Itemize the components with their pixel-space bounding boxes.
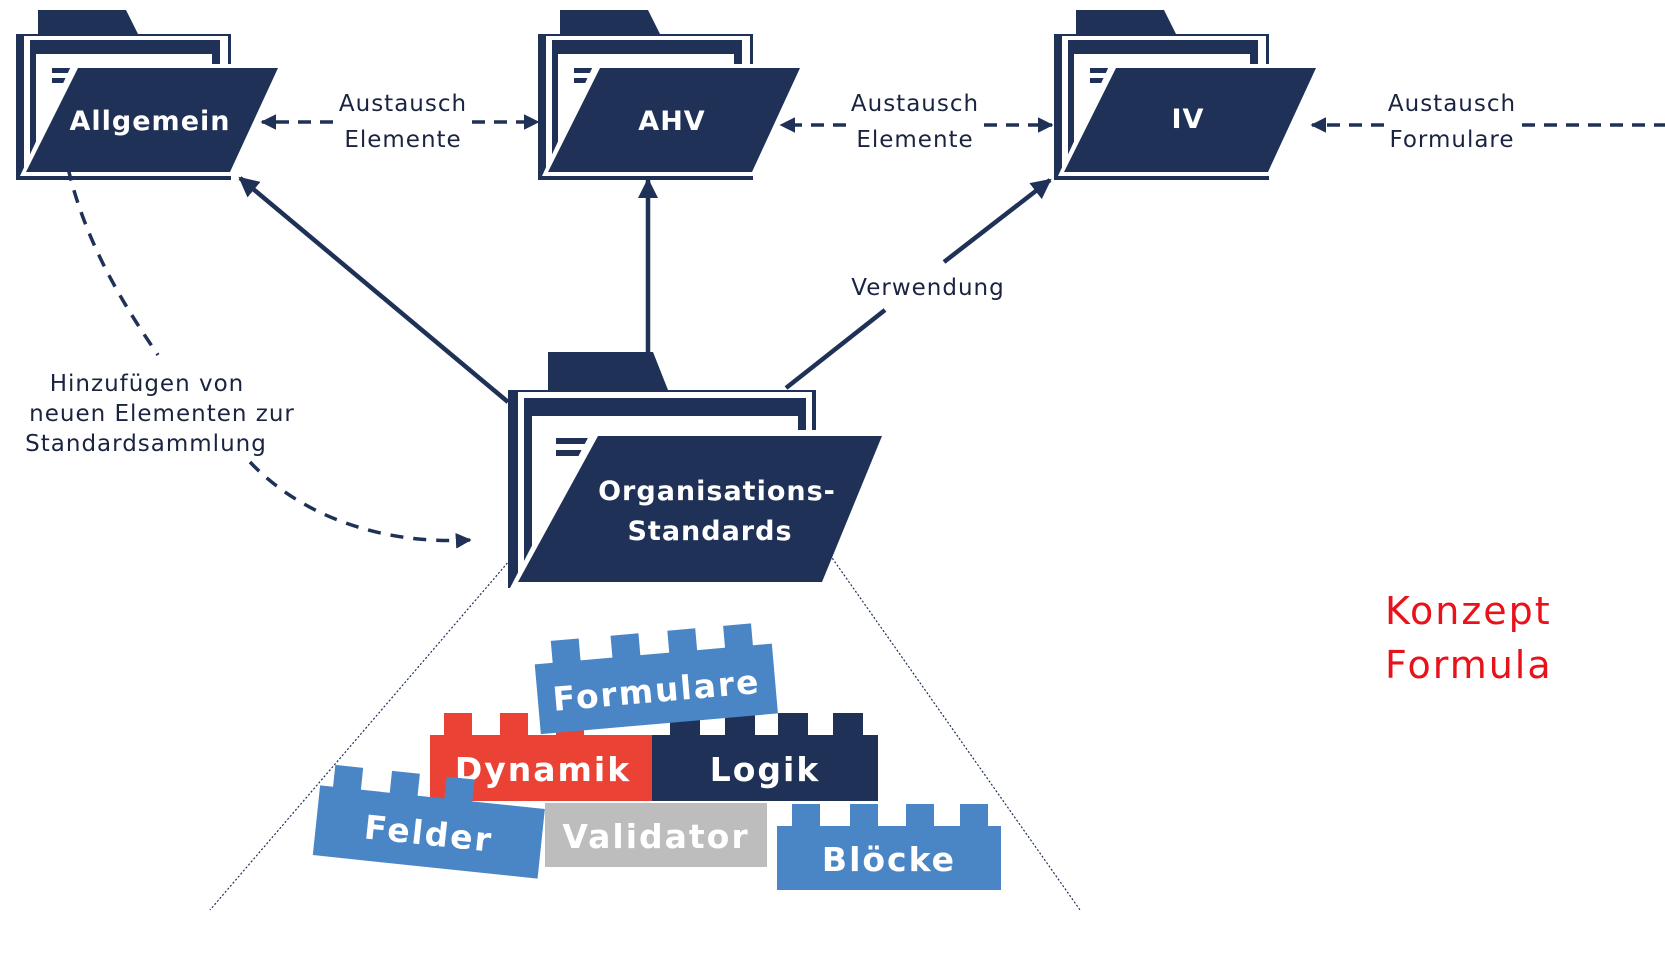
brick-label-bloecke: Blöcke	[822, 840, 956, 879]
usage-arrow-iv-upper	[942, 178, 1052, 264]
exchange-label-3-line1: Austausch	[1388, 91, 1516, 117]
add-elements-arrow-lower	[248, 460, 472, 549]
folder-label-allgemein: Allgemein	[70, 106, 231, 137]
folder-allgemein[interactable]	[16, 10, 284, 180]
usage-arrow-iv-lower	[784, 308, 887, 390]
folder-label-iv: IV	[1172, 104, 1205, 135]
brick-felder[interactable]: Felder	[312, 764, 547, 879]
brick-validator[interactable]: Validator	[545, 803, 767, 867]
exchange-label-2-line1: Austausch	[851, 91, 979, 117]
exchange-label-1-line2: Elemente	[344, 127, 461, 153]
brick-formulare[interactable]: Formulare	[533, 622, 778, 735]
brick-bloecke[interactable]: Blöcke	[777, 804, 1001, 890]
funnel-line-left	[209, 559, 511, 911]
side-title-line1: Konzept	[1385, 589, 1552, 633]
usage-arrow-allgemein	[238, 176, 510, 404]
add-label-line2: neuen Elementen zur	[29, 401, 295, 427]
brick-label-dynamik: Dynamik	[455, 750, 631, 789]
exchange-label-1-line1: Austausch	[339, 91, 467, 117]
folder-organisations-standards[interactable]	[508, 352, 890, 588]
folder-ahv[interactable]	[538, 10, 806, 180]
exchange-label-3-line2: Formulare	[1389, 127, 1514, 153]
add-label-line3: Standardsammlung	[25, 431, 267, 457]
folder-label-org-line1: Organisations-	[598, 476, 836, 507]
folder-iv[interactable]	[1054, 10, 1322, 180]
side-title-line2: Formula	[1385, 643, 1553, 687]
funnel-line-right	[829, 554, 1081, 911]
usage-label: Verwendung	[851, 275, 1004, 301]
folder-label-ahv: AHV	[638, 106, 705, 137]
add-elements-arrow-upper	[66, 167, 160, 356]
brick-dynamik[interactable]: Dynamik	[430, 713, 654, 801]
exchange-label-2-line2: Elemente	[856, 127, 973, 153]
brick-label-validator: Validator	[562, 817, 749, 856]
add-label-line1: Hinzufügen von	[50, 371, 245, 397]
folder-label-org-line2: Standards	[627, 516, 792, 547]
brick-logik[interactable]: Logik	[652, 713, 878, 801]
brick-label-logik: Logik	[710, 750, 821, 789]
